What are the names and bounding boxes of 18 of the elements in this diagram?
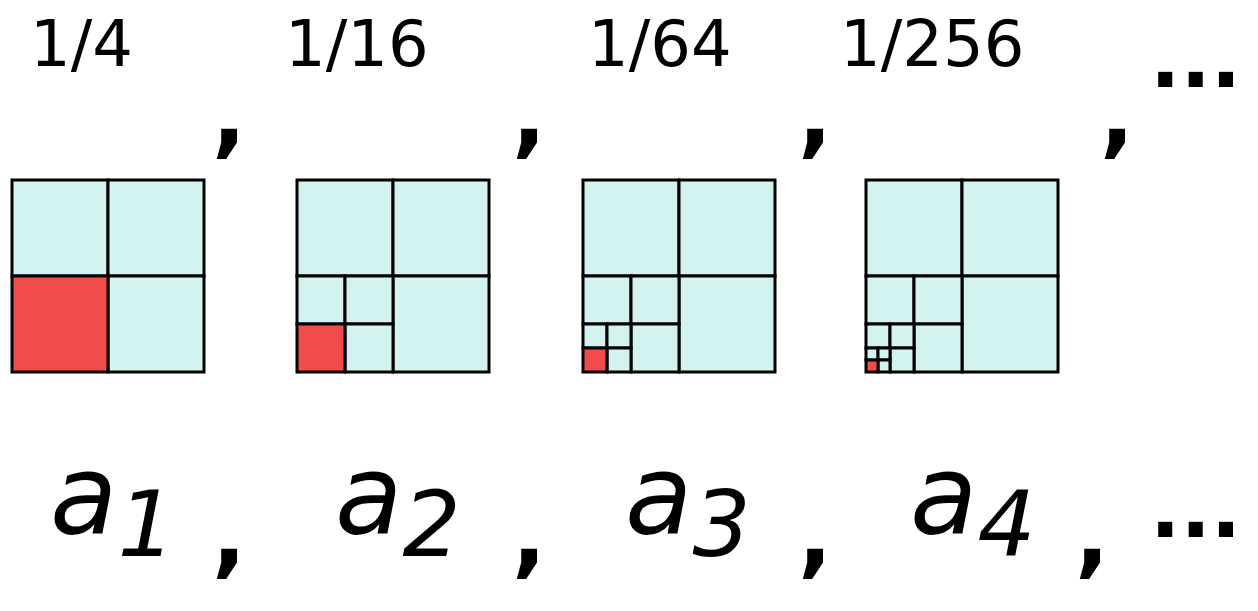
sequence-term: a$_{1}$ [50, 440, 176, 571]
fraction-label: 1/256 [840, 12, 1025, 76]
comma: , [1100, 70, 1135, 160]
comma: , [1075, 490, 1110, 580]
fraction-label: 1/4 [30, 12, 133, 76]
comma: , [512, 70, 547, 160]
comma: , [512, 490, 547, 580]
sequence-term: a$_{2}$ [335, 440, 461, 571]
fraction-label: 1/64 [588, 12, 732, 76]
ellipsis: ... [1150, 470, 1242, 550]
comma: , [798, 490, 833, 580]
sequence-term: a$_{3}$ [625, 440, 751, 571]
fraction-label: 1/16 [285, 12, 429, 76]
sequence-term: a$_{4}$ [910, 440, 1036, 571]
comma: , [798, 70, 833, 160]
ellipsis: ... [1150, 20, 1242, 100]
comma: , [212, 490, 247, 580]
comma: , [212, 70, 247, 160]
